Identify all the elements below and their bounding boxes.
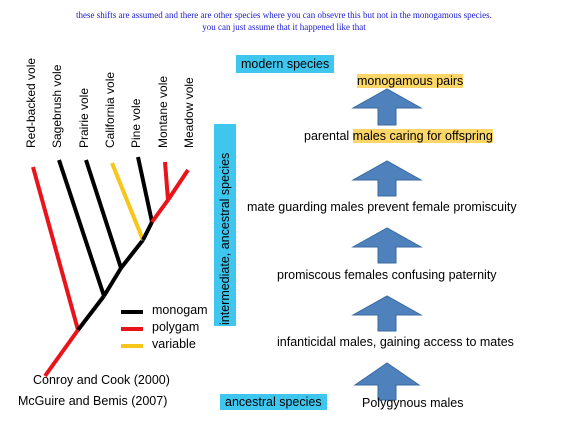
intermediate-species-label: intermediate, ancestral species <box>214 124 236 326</box>
citation-mcguire-bemis: McGuire and Bemis (2007) <box>18 394 168 408</box>
legend-label-variable: variable <box>152 337 196 351</box>
species-label-meadow-vole: Meadow vole <box>182 77 196 148</box>
branch-inner-5 <box>150 198 170 224</box>
branch-inner-4 <box>141 221 154 241</box>
branch-red-backed <box>31 166 80 331</box>
branch-inner-3 <box>119 238 145 270</box>
branch-prairie <box>84 159 123 269</box>
intermediate-species-text: intermediate, ancestral species <box>218 152 232 325</box>
step-polygynous-males: Polygynous males <box>362 396 464 410</box>
branch-pine <box>136 156 154 223</box>
legend-swatch-monogam <box>121 310 143 314</box>
branch-inner-2 <box>102 266 123 298</box>
ancestral-species-label: ancestral species <box>220 394 327 410</box>
step-parental-prefix: parental <box>304 129 353 143</box>
step-monogamous-pairs: monogamous pairs <box>357 74 464 88</box>
note-line-1: these shifts are assumed and there are o… <box>76 10 492 20</box>
arrow-up-4 <box>351 160 423 197</box>
legend-label-polygam: polygam <box>152 320 200 334</box>
legend-swatch-polygam <box>121 327 143 331</box>
arrow-up-2 <box>351 295 423 332</box>
step-parental-highlight: males caring for offspring <box>352 129 493 143</box>
branch-meadow <box>166 168 190 202</box>
branch-inner-1 <box>76 294 106 332</box>
branch-root <box>43 328 80 378</box>
species-label-pine-vole: Pine vole <box>129 98 143 148</box>
legend-swatch-variable <box>121 344 143 348</box>
step-infanticidal-males: infanticidal males, gaining access to ma… <box>277 335 514 349</box>
step-parental-care: parental males caring for offspring <box>304 129 493 143</box>
branch-sagebrush <box>57 159 106 297</box>
species-label-red-backed-vole: Red-backed vole <box>24 57 38 148</box>
arrow-up-5 <box>351 88 423 126</box>
species-label-prairie-vole: Prairie vole <box>77 87 91 148</box>
branch-montane <box>163 161 170 201</box>
arrow-up-3 <box>351 227 423 264</box>
note-line-2: you can just assume that it happened lik… <box>202 22 366 32</box>
step-mate-guarding: mate guarding males prevent female promi… <box>247 200 517 214</box>
species-label-montane-vole: Montane vole <box>156 75 170 148</box>
citation-conroy-cook: Conroy and Cook (2000) <box>33 373 170 387</box>
branch-california <box>110 162 145 241</box>
legend-label-monogam: monogam <box>152 303 208 317</box>
step-monogamous-highlight: monogamous pairs <box>357 74 464 88</box>
step-promiscuous-females: promiscous females confusing paternity <box>277 268 497 282</box>
species-label-sagebrush-vole: Sagebrush vole <box>50 64 64 148</box>
arrow-up-1 <box>353 362 421 401</box>
modern-species-label: modern species <box>236 55 335 73</box>
species-label-california-vole: California vole <box>103 71 117 148</box>
